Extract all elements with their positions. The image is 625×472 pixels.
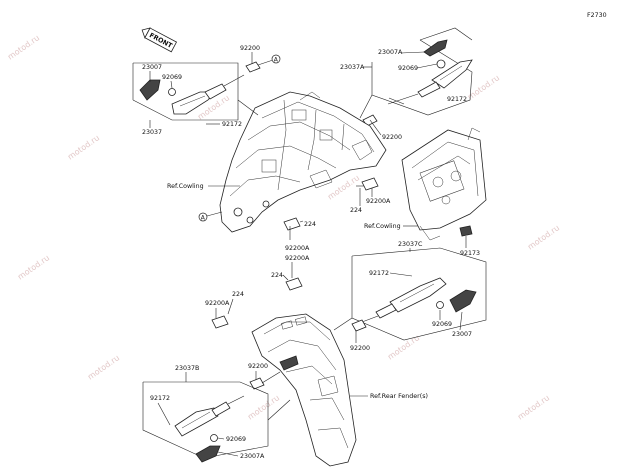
ref-marker-a-top xyxy=(271,54,281,64)
rear-fender xyxy=(251,313,357,467)
ref-rear-fender: Ref.Rear Fender(s) xyxy=(370,393,428,400)
watermark-text: motod.ru xyxy=(16,253,51,281)
watermark-text: motod.ru xyxy=(526,223,561,251)
ref-cowling-right: Ref.Cowling xyxy=(364,223,401,230)
ref-cowling-left: Ref.Cowling xyxy=(167,183,204,190)
signal-body-rear-right-icon xyxy=(389,277,447,313)
label-224-center: 224 xyxy=(304,221,316,228)
label-92172-right: 92172 xyxy=(369,270,389,277)
signal-body-rear-left-icon xyxy=(174,407,219,437)
lens-23007a-rear-left-icon xyxy=(195,445,221,463)
label-92200a-mid: 92200A xyxy=(366,198,391,205)
label-224-left: 224 xyxy=(232,291,244,298)
leader-lines xyxy=(237,94,373,421)
turn-signal-front-right: 23007A 92069 23037A 92172 xyxy=(340,27,473,116)
bracket-92200a-center: 92200A 224 92200A 224 xyxy=(271,217,316,291)
watermark-text: motod.ru xyxy=(6,33,41,61)
label-92200a-center-2: 92200A xyxy=(285,255,310,262)
label-92069-bottom: 92069 xyxy=(226,436,246,443)
ref-marker-a-top-label: A xyxy=(274,56,279,63)
bracket-92200a-left: 224 92200A xyxy=(205,291,244,329)
label-92200a-left: 92200A xyxy=(205,300,230,307)
signal-body-left-icon xyxy=(171,91,215,115)
signal-body-icon xyxy=(431,59,473,89)
ref-marker-a-bottom: A xyxy=(198,211,223,222)
label-92069-top: 92069 xyxy=(398,65,418,72)
label-92172-bottom: 92172 xyxy=(150,395,170,402)
label-92200-bottom: 92200 xyxy=(248,363,268,370)
turn-signal-rear-right: 23037C 92172 92069 23007 xyxy=(351,241,487,341)
label-23037a: 23037A xyxy=(340,64,365,71)
label-23007a-bottom: 23007A xyxy=(240,453,265,460)
watermark-text: motod.ru xyxy=(466,73,501,101)
watermark-text: motod.ru xyxy=(66,133,101,161)
lens-23007a-icon xyxy=(423,39,448,57)
label-92200-right: 92200 xyxy=(350,345,370,352)
label-224-mid: 224 xyxy=(350,207,362,214)
turn-signal-rear-left: 23037B 92172 92069 23007A xyxy=(142,365,269,463)
label-224-center-2: 224 xyxy=(271,272,283,279)
upper-cowling-frame xyxy=(219,91,387,233)
ref-marker-a-bottom-label: A xyxy=(201,214,206,221)
gasket-92069-rear-left-icon xyxy=(210,434,218,442)
label-92172-left: 92172 xyxy=(222,121,242,128)
bracket-92200a-mid: 224 92200A xyxy=(350,177,391,214)
bracket-92200-right: 92200 xyxy=(350,319,370,352)
label-23007a-top: 23007A xyxy=(378,49,403,56)
watermark-text: motod.ru xyxy=(386,333,421,361)
label-92200-top-left: 92200 xyxy=(240,45,260,52)
label-92200-top-right: 92200 xyxy=(382,134,402,141)
gasket-92069-left-icon xyxy=(168,88,176,96)
label-23037c: 23037C xyxy=(398,241,423,248)
label-23037-left: 23037 xyxy=(142,129,162,136)
gasket-92069-rear-right-icon xyxy=(436,301,444,309)
turn-signal-front-left: 23007 92069 92172 23037 xyxy=(132,62,245,136)
label-23007-left: 23007 xyxy=(142,64,162,71)
lens-23007-icon xyxy=(139,79,161,101)
license-plate-bracket: 92173 xyxy=(401,127,487,257)
label-23037b: 23037B xyxy=(175,365,199,372)
lens-23007-rear-right-icon xyxy=(449,289,477,313)
label-92069-left: 92069 xyxy=(162,74,182,81)
watermark-text: motod.ru xyxy=(86,353,121,381)
front-marker: FRONT xyxy=(141,27,178,53)
bracket-92200-bottom: 92200 xyxy=(248,363,281,390)
label-92173: 92173 xyxy=(460,250,480,257)
gasket-92069-icon xyxy=(436,59,446,69)
label-92069-right: 92069 xyxy=(432,321,452,328)
bracket-92200-top-left: 92200 A xyxy=(240,45,281,73)
figure-code: F2730 xyxy=(587,12,607,19)
label-23007-right: 23007 xyxy=(452,331,472,338)
label-92200a-center-1: 92200A xyxy=(285,245,310,252)
clip-92173-icon xyxy=(459,225,473,237)
watermark-text: motod.ru xyxy=(246,393,281,421)
watermark-text: motod.ru xyxy=(516,393,551,421)
label-92172-top: 92172 xyxy=(447,96,467,103)
